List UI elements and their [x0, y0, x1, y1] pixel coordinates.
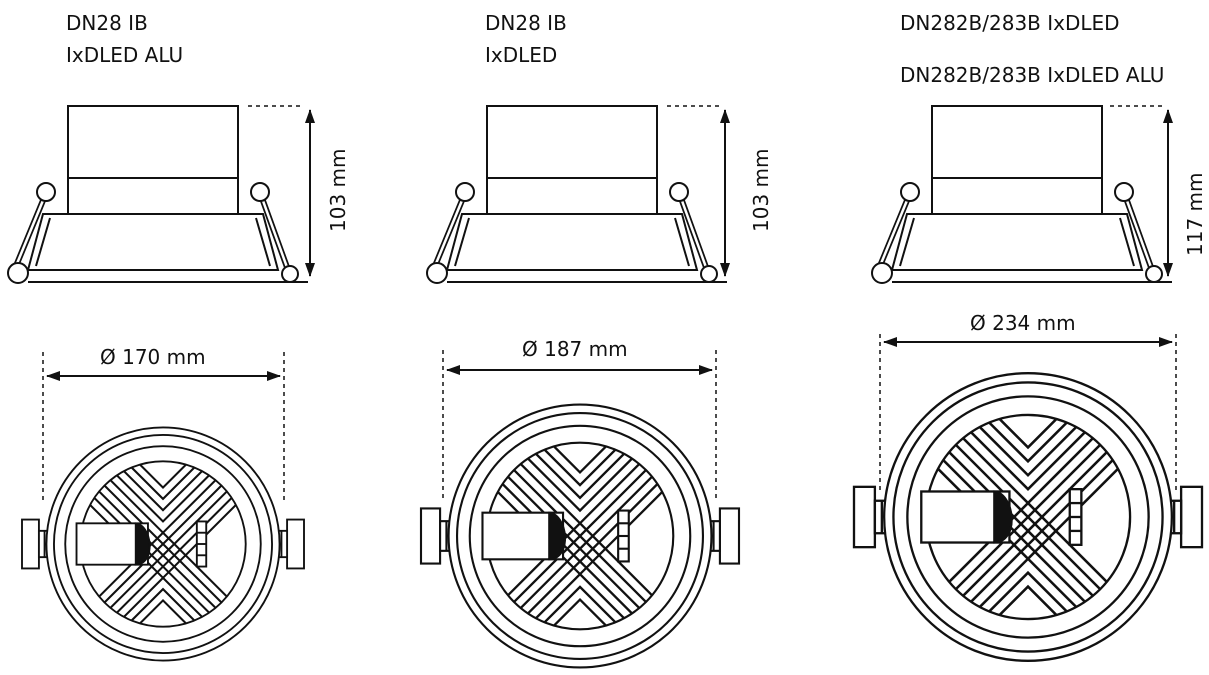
bottom-view-drawing-1 — [22, 403, 304, 675]
height-label-3: 117 mm — [1183, 173, 1207, 257]
product-3-title-line-1: DN282B/283B IxDLED — [900, 11, 1120, 35]
diameter-label-2: Ø 187 mm — [522, 337, 628, 361]
product-2-title-line-2: IxDLED — [485, 43, 558, 67]
bottom-view-drawing-2 — [421, 377, 739, 675]
product-1-title-line-2: IxDLED ALU — [66, 43, 184, 67]
side-view-drawing-3 — [872, 106, 1172, 283]
product-2-title-line-1: DN28 IB — [485, 11, 567, 35]
side-view-drawing-2 — [427, 106, 727, 283]
height-label-1: 103 mm — [326, 149, 350, 233]
diameter-label-1: Ø 170 mm — [100, 345, 206, 369]
bottom-view-drawing-3 — [854, 343, 1202, 675]
product-1-title-line-1: DN28 IB — [66, 11, 148, 35]
height-label-2: 103 mm — [749, 149, 773, 233]
side-view-drawing-1 — [8, 106, 308, 283]
diameter-label-3: Ø 234 mm — [970, 311, 1076, 335]
product-3-title-line-2: DN282B/283B IxDLED ALU — [900, 63, 1165, 87]
